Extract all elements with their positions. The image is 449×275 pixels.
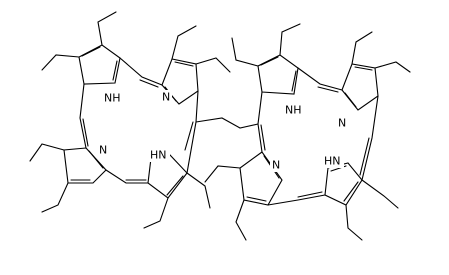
n-label-right-2: N	[338, 117, 346, 130]
right-pyrrole-top-right	[341, 63, 379, 111]
n-label-left-3: N	[99, 144, 107, 157]
right-pyrrole-bottom-right	[324, 162, 363, 206]
ethane-linker	[195, 117, 259, 129]
right-pyrrole-bottom-left	[239, 151, 283, 206]
hn-label-left-4: HN	[150, 149, 167, 162]
left-pyrrole-bottom-right	[147, 154, 188, 199]
nh-label-right-1: NH	[285, 104, 302, 117]
left-pyrrole-bottom-left	[63, 147, 107, 184]
n-label-right-3: N	[272, 159, 280, 172]
left-porphyrin	[29, 11, 231, 229]
right-pyrrole-top-left	[257, 54, 299, 95]
n-label-left-2: N	[162, 91, 170, 104]
atom-labels: NH N N HN NH N N HN	[97, 90, 348, 172]
right-porphyrin	[204, 23, 411, 241]
left-pyrrole-top-left	[78, 44, 121, 85]
nh-label-left-1: NH	[104, 92, 121, 105]
hn-label-right-4: HN	[324, 155, 341, 168]
